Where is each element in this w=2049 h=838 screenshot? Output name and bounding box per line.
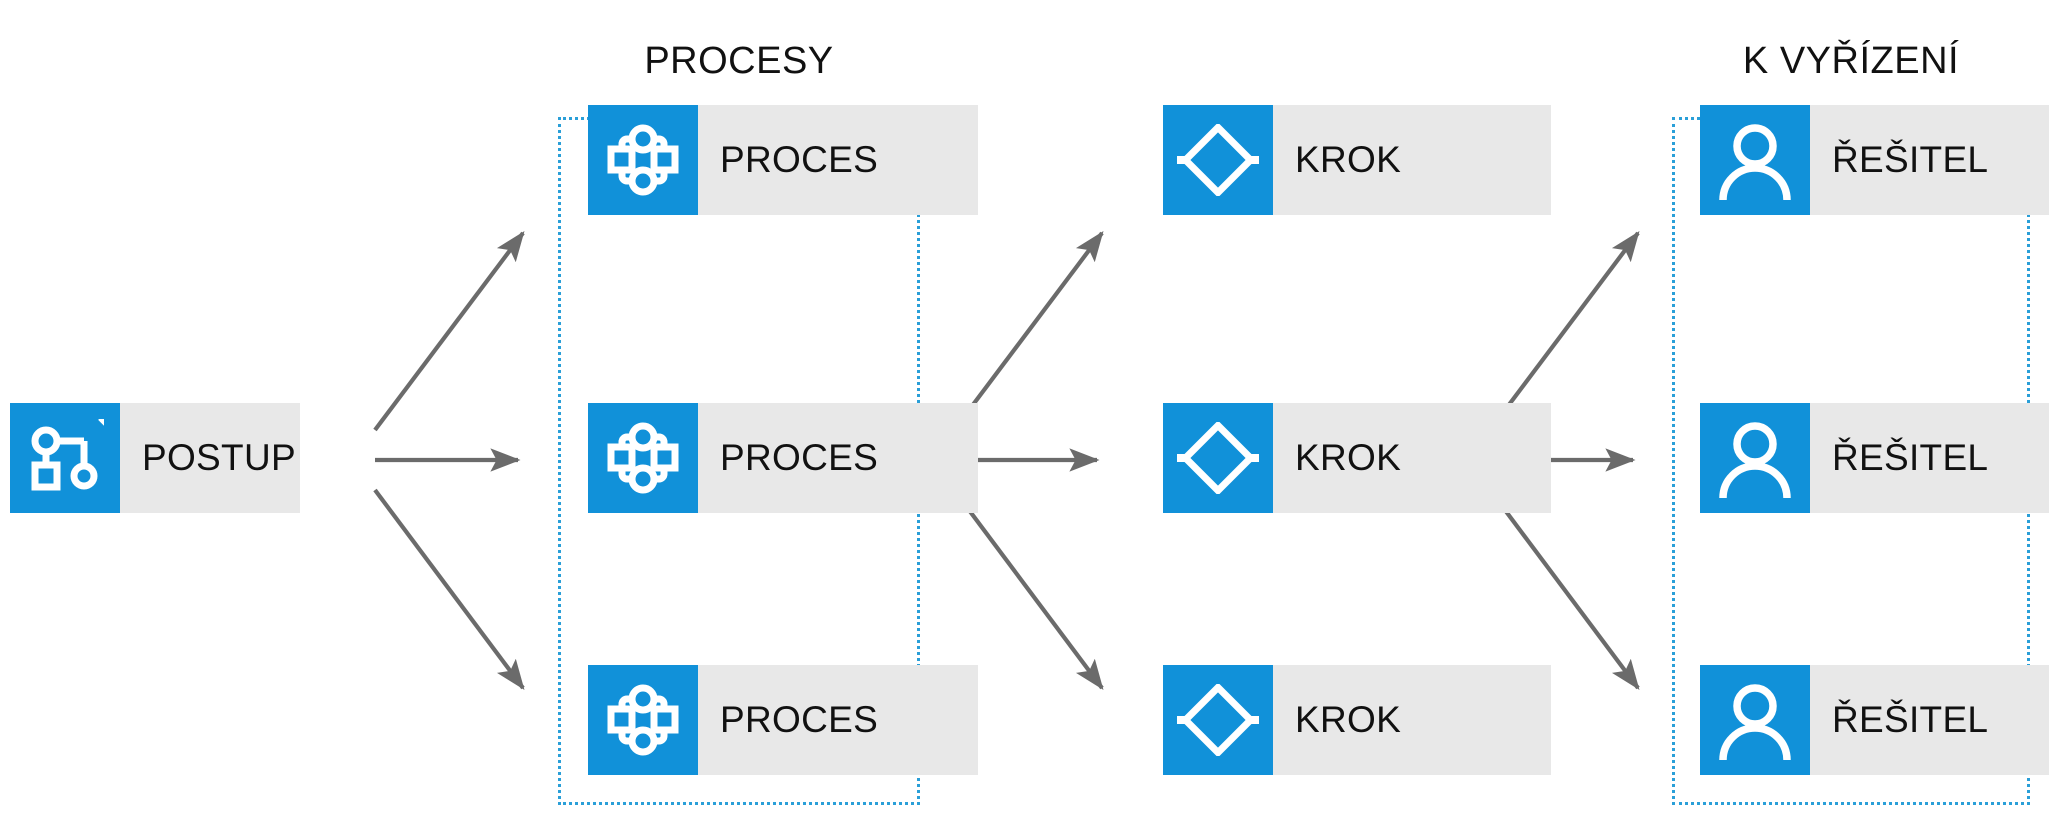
node-krok-1[interactable]: KROK xyxy=(1163,105,1551,215)
node-label: PROCES xyxy=(720,139,879,180)
node-label-wrapper: ŘEŠITEL xyxy=(1810,403,2049,513)
node-label: PROCES xyxy=(720,699,879,740)
person-icon xyxy=(1700,403,1810,513)
node-label-wrapper: PROCES xyxy=(698,403,978,513)
node-label: KROK xyxy=(1295,139,1402,180)
node-label: ŘEŠITEL xyxy=(1832,437,1989,478)
node-proces-2[interactable]: PROCES xyxy=(588,403,978,513)
group-title-k-vyrizeni: K VYŘÍZENÍ xyxy=(1742,40,1960,82)
person-icon xyxy=(1700,105,1810,215)
node-label-wrapper: KROK xyxy=(1273,403,1551,513)
process-icon xyxy=(588,665,698,775)
node-krok-2[interactable]: KROK xyxy=(1163,403,1551,513)
process-icon xyxy=(588,105,698,215)
node-label: POSTUP xyxy=(142,437,296,478)
node-label-wrapper: PROCES xyxy=(698,665,978,775)
node-resitel-3[interactable]: ŘEŠITEL xyxy=(1700,665,2049,775)
node-label: KROK xyxy=(1295,699,1402,740)
node-label: KROK xyxy=(1295,437,1402,478)
node-label-wrapper: PROCES xyxy=(698,105,978,215)
node-resitel-2[interactable]: ŘEŠITEL xyxy=(1700,403,2049,513)
node-label-wrapper: ŘEŠITEL xyxy=(1810,105,2049,215)
node-krok-3[interactable]: KROK xyxy=(1163,665,1551,775)
node-label: ŘEŠITEL xyxy=(1832,699,1989,740)
node-resitel-1[interactable]: ŘEŠITEL xyxy=(1700,105,2049,215)
workflow-icon xyxy=(10,403,120,513)
step-diamond-icon xyxy=(1163,403,1273,513)
person-icon xyxy=(1700,665,1810,775)
node-label-wrapper: KROK xyxy=(1273,665,1551,775)
step-diamond-icon xyxy=(1163,665,1273,775)
step-diamond-icon xyxy=(1163,105,1273,215)
node-postup[interactable]: POSTUP xyxy=(10,403,300,513)
node-label-wrapper: ŘEŠITEL xyxy=(1810,665,2049,775)
node-label: ŘEŠITEL xyxy=(1832,139,1989,180)
node-proces-1[interactable]: PROCES xyxy=(588,105,978,215)
node-proces-3[interactable]: PROCES xyxy=(588,665,978,775)
process-icon xyxy=(588,403,698,513)
group-title-procesy: PROCESY xyxy=(644,40,834,82)
node-label-wrapper: KROK xyxy=(1273,105,1551,215)
node-label-wrapper: POSTUP xyxy=(120,403,300,513)
node-label: PROCES xyxy=(720,437,879,478)
